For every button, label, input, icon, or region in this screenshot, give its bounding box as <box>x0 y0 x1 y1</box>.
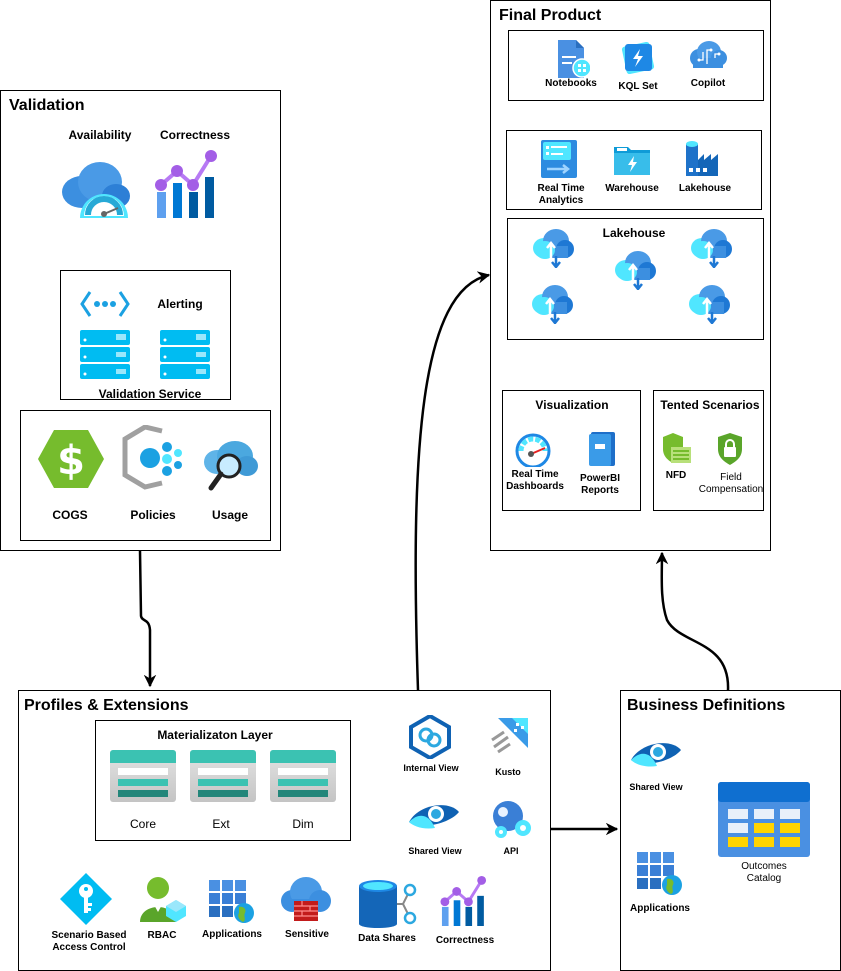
warehouse-label: Warehouse <box>605 183 659 194</box>
real-time-dashboards-label: Real Time Dashboards <box>503 469 567 493</box>
sensitive-cloud-firewall-icon <box>280 877 332 921</box>
powerbi-reports-label: PowerBI Reports <box>572 473 628 497</box>
kusto-label: Kusto <box>495 767 521 777</box>
lakehouse-factory-icon <box>686 140 718 176</box>
core-label: Core <box>129 817 156 831</box>
scenario-access-control-line2: Access Control <box>52 942 126 953</box>
field-compensation-label: Field Compensation <box>696 472 766 496</box>
usage-label: Usage <box>211 508 249 522</box>
real-time-dashboards-line1: Real Time <box>511 469 559 480</box>
shared-view-label: Shared View <box>408 846 462 856</box>
business-shared-view-label: Shared View <box>629 782 683 792</box>
shared-view-eye-icon <box>409 800 459 830</box>
data-share-cylinder-icon <box>359 880 417 928</box>
rbac-label: RBAC <box>147 930 177 941</box>
api-label: API <box>503 846 519 856</box>
copilot-cloud-icon <box>689 40 727 70</box>
lakehouse-cloud-node-icon <box>690 228 732 268</box>
outcomes-catalog-label: Outcomes Catalog <box>728 861 800 885</box>
key-diamond-icon <box>60 873 112 925</box>
dashboard-gauge-icon <box>515 433 551 467</box>
lakehouse-store-label: Lakehouse <box>678 183 732 194</box>
visualization-title: Visualization <box>535 398 609 412</box>
real-time-analytics-line1: Real Time <box>537 183 585 194</box>
correctness-bottom-label: Correctness <box>435 935 495 946</box>
field-compensation-line1: Field <box>720 472 742 483</box>
policies-label: Policies <box>130 508 176 522</box>
shared-view-eye-icon <box>631 738 681 768</box>
scenario-access-control-label: Scenario Based Access Control <box>44 930 134 954</box>
lakehouse-cloud-node-icon <box>614 250 656 290</box>
field-compensation-line2: Compensation <box>698 484 764 495</box>
internal-view-icon <box>409 715 451 759</box>
availability-cloud-gauge-icon <box>60 160 132 218</box>
copilot-label: Copilot <box>690 78 726 89</box>
kql-queryset-icon <box>620 40 656 76</box>
applications-grid-globe-icon <box>209 880 255 924</box>
powerbi-report-book-icon <box>589 432 615 466</box>
validation-service-label: Validation Service <box>98 387 202 401</box>
applications-label: Applications <box>201 929 262 940</box>
alerting-code-icon <box>80 290 130 318</box>
cogs-label: COGS <box>52 508 88 522</box>
powerbi-reports-line2: Reports <box>581 485 619 496</box>
outcomes-catalog-table-icon <box>718 782 810 857</box>
nfd-shield-icon <box>661 433 691 465</box>
outcomes-catalog-line1: Outcomes <box>741 861 787 872</box>
lakehouse-cloud-node-icon <box>532 228 574 268</box>
data-shares-label: Data Shares <box>358 933 416 944</box>
internal-view-label: Internal View <box>403 763 459 773</box>
profiles-extensions-title: Profiles & Extensions <box>24 697 189 714</box>
real-time-dashboards-line2: Dashboards <box>506 481 564 492</box>
notebook-icon <box>556 40 590 78</box>
kql-set-label: KQL Set <box>618 81 658 92</box>
sensitive-label: Sensitive <box>285 929 329 940</box>
api-globe-gear-icon <box>490 800 534 840</box>
server-stack-icon <box>80 330 130 380</box>
correctness-label: Correctness <box>159 128 231 142</box>
powerbi-reports-line1: PowerBI <box>579 473 620 484</box>
business-definitions-title: Business Definitions <box>627 697 786 714</box>
availability-label: Availability <box>68 128 132 142</box>
notebooks-label: Notebooks <box>545 78 597 89</box>
connector-validation-profiles <box>138 550 157 688</box>
lakehouse-cloud-node-icon <box>688 284 730 324</box>
applications-grid-globe-icon <box>637 852 683 896</box>
table-ext-icon <box>190 750 256 802</box>
materialization-layer-title: Materializaton Layer <box>157 728 273 742</box>
usage-cloud-search-icon <box>203 440 258 492</box>
lakehouse-title: Lakehouse <box>602 226 666 240</box>
correctness-chart-icon <box>440 876 488 926</box>
lakehouse-cloud-node-icon <box>531 284 573 324</box>
kusto-icon <box>490 718 528 756</box>
business-applications-label: Applications <box>629 903 690 914</box>
lock-shield-icon <box>716 433 744 465</box>
validation-title: Validation <box>9 97 85 114</box>
outcomes-catalog-line2: Catalog <box>746 873 782 884</box>
real-time-analytics-line2: Analytics <box>538 195 584 206</box>
real-time-analytics-label: Real Time Analytics <box>530 183 592 207</box>
nfd-label: NFD <box>665 470 687 481</box>
server-stack-icon <box>160 330 210 380</box>
ext-label: Ext <box>212 817 230 831</box>
alerting-label: Alerting <box>157 297 203 311</box>
scenario-access-control-line1: Scenario Based <box>51 930 127 941</box>
rbac-user-icon <box>140 876 186 922</box>
cogs-dollar-hexagon-icon: $ <box>38 428 104 490</box>
connector-business-finalproduct <box>655 551 730 691</box>
warehouse-folder-icon <box>614 145 650 175</box>
tented-scenarios-title: Tented Scenarios <box>660 398 760 412</box>
policies-hexagon-icon <box>120 425 182 491</box>
final-product-title: Final Product <box>499 7 602 24</box>
correctness-chart-icon <box>155 150 219 218</box>
table-dim-icon <box>270 750 336 802</box>
dim-label: Dim <box>292 817 314 831</box>
connector-profiles-finalproduct <box>414 271 491 691</box>
table-core-icon <box>110 750 176 802</box>
svg-text:$: $ <box>57 438 85 484</box>
real-time-analytics-icon <box>541 140 577 178</box>
